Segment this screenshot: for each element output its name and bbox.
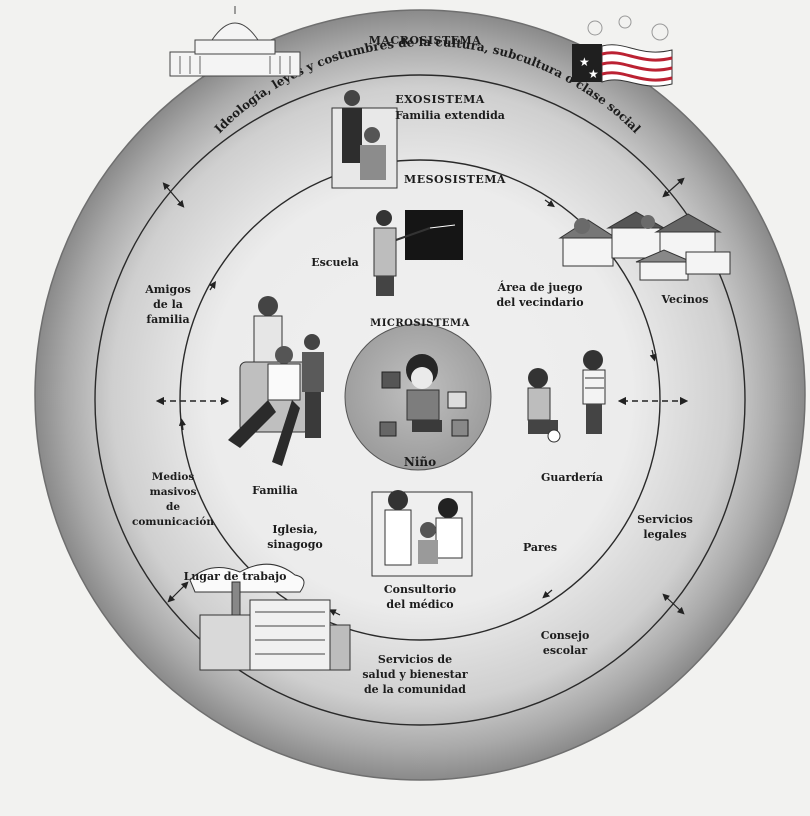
label-consejo: Consejo escolar: [540, 629, 590, 657]
flag-illustration: ★ ★: [572, 15, 673, 87]
arrow-cross-top-right: [662, 177, 685, 198]
label-amigos: Amigos de la familia: [145, 283, 191, 326]
arrow-cross-top-left: [162, 182, 185, 208]
label-pares: Pares: [522, 541, 558, 554]
doctors-office-illustration: [371, 490, 473, 577]
arrow-cross-bottom-left: [167, 581, 189, 603]
arrow-meso-top-right: [544, 199, 555, 208]
microsystem-title: MICROSISTEMA: [370, 318, 470, 329]
arrow-cross-bottom-right: [662, 593, 685, 615]
label-familia: Familia: [252, 484, 298, 497]
neighbors-houses-illustration: [558, 211, 731, 281]
arrow-meso-top-left: [209, 281, 216, 291]
label-vecinos: Vecinos: [661, 293, 709, 306]
school-teacher-illustration: [373, 210, 463, 296]
family-illustration: [228, 296, 324, 466]
workplace-factory-illustration: [189, 563, 351, 671]
exosystem-ring: [94, 74, 746, 726]
child-illustration: [379, 354, 469, 437]
arrow-meso-bottom: [328, 609, 341, 616]
label-escuela: Escuela: [311, 256, 359, 269]
label-lugar-trabajo: Lugar de trabajo: [183, 570, 287, 583]
arrow-meso-right: [649, 349, 657, 362]
svg-text:★: ★: [579, 55, 590, 69]
label-medios: Medios masivos de comunicación: [132, 471, 214, 528]
label-servicios-salud: Servicios de salud y bienestar de la com…: [362, 653, 468, 696]
arrow-meso-left: [178, 418, 187, 431]
capitol-building-illustration: [169, 6, 301, 77]
exosystem-subtitle: Familia extendida: [395, 109, 505, 122]
child-label: Niño: [403, 455, 437, 469]
label-servicios-legales: Servicios legales: [637, 513, 693, 541]
svg-text:★: ★: [588, 67, 599, 81]
label-area-juego: Área de juego del vecindario: [496, 281, 584, 309]
daycare-children-illustration: [527, 350, 606, 443]
exo-crossing-arrows: [162, 177, 685, 615]
label-iglesia: Iglesia, sinagogo: [267, 523, 323, 551]
label-consultorio: Consultorio del médico: [383, 583, 457, 611]
label-guarderia: Guardería: [540, 471, 604, 484]
extended-family-illustration: [331, 90, 398, 189]
mesosystem-arrows: [178, 199, 657, 616]
macrosystem-title: MACROSISTEMA: [368, 34, 482, 47]
arrow-meso-bottom-right: [542, 589, 553, 599]
exosystem-title: EXOSISTEMA: [395, 93, 485, 106]
mesosystem-title: MESOSISTEMA: [404, 173, 506, 186]
